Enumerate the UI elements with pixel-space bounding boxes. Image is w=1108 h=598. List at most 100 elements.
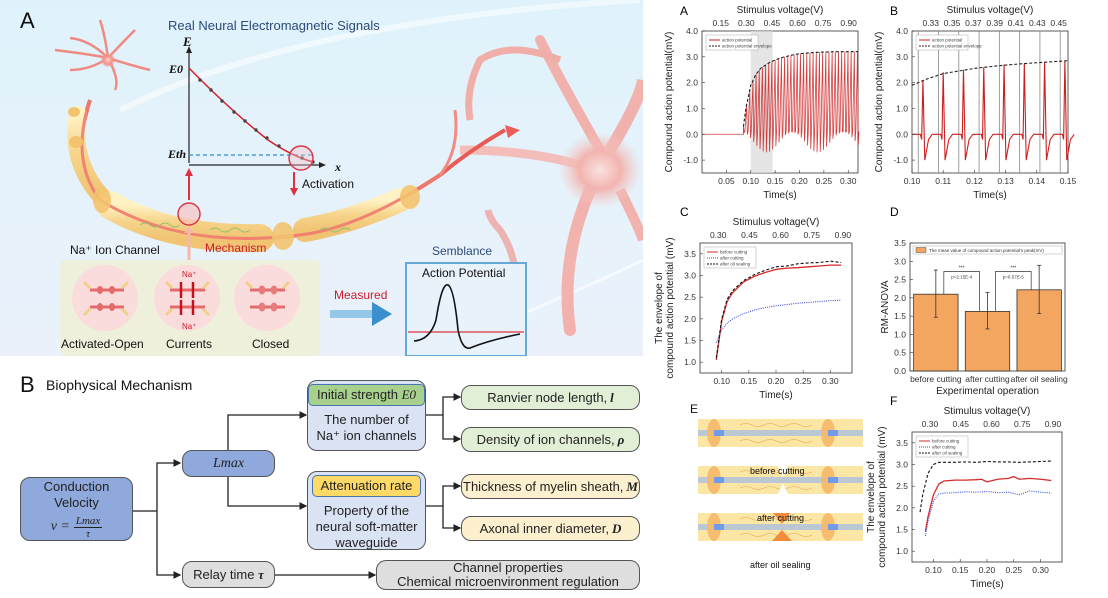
velocity-formula: v = Lmax τ [51, 515, 103, 540]
signal-wave [739, 423, 813, 427]
panel-b-title: Biophysical Mechanism [46, 377, 193, 393]
y-axis-label: The envelope of [654, 272, 665, 344]
series-after-oil-sealing [715, 260, 842, 358]
y-axis-label: RM-ANOVA [880, 280, 891, 333]
legend-label: action potential [722, 38, 752, 43]
semblance-label: Semblance [432, 244, 493, 258]
leaf-symbol: ρ [617, 431, 625, 447]
threshold-marker-circle [288, 145, 314, 171]
panel-letter-a: A [20, 8, 35, 33]
y-tick-label: 1.0 [896, 546, 908, 556]
x-tick-label: 0.12 [966, 176, 983, 186]
measured-label: Measured [334, 288, 388, 302]
y-tick-label: 3.5 [896, 438, 908, 448]
top-tick-label: 0.75 [1014, 419, 1031, 429]
node-highlight [828, 430, 838, 436]
x-tick-label: 0.10 [713, 376, 730, 386]
oil-seal [773, 513, 790, 524]
x-tick-label: 0.15 [952, 565, 969, 575]
y-tick-label: 1.5 [894, 311, 906, 321]
y-tick-label: 3.0 [894, 256, 906, 266]
series-before-cutting [715, 264, 842, 361]
legend-label: action potential [932, 38, 962, 43]
p-value: p=6.57E-5 [1003, 275, 1024, 280]
conduction-velocity-title: Conduction Velocity [43, 478, 110, 510]
top-tick-label: 0.30 [738, 18, 755, 28]
top-tick-label: 0.90 [840, 18, 857, 28]
chart-letter: C [680, 205, 689, 219]
signal-wave [739, 533, 813, 537]
attenuation-rate-tag: Attenuation rate [311, 475, 422, 497]
y-tick-label: 3.5 [684, 249, 696, 259]
channel-properties-line1: Channel properties [453, 560, 563, 575]
leaf-symbol: l [610, 389, 614, 405]
legend-label: after oil sealing [720, 262, 751, 267]
node-highlight-circle [177, 202, 201, 226]
plot-frame [911, 30, 1069, 174]
y-axis-label: compound action potential (mV) [877, 426, 888, 567]
synapse-terminal-icon [438, 109, 520, 177]
action-potential-trace [702, 51, 860, 153]
axon-cutting-schematic [698, 419, 863, 541]
x-tick-label: 0.13 [997, 176, 1014, 186]
legend-label: after cutting [932, 445, 956, 450]
panel-letter-b: B [20, 372, 35, 397]
initial-strength-tag-label: Initial strength [317, 387, 398, 402]
top-tick-label: 0.60 [983, 419, 1000, 429]
top-tick-label: 0.30 [922, 419, 939, 429]
inset-y-axis-label: E [183, 34, 192, 49]
legend-label: action potential envelope [932, 44, 982, 49]
lmax-box: Lmax [182, 450, 275, 477]
leaf-label: Thickness of myelin sheath, [463, 478, 624, 494]
legend-label: before cutting [720, 250, 748, 255]
ion-channel-label: Na⁺ Ion Channel [70, 243, 160, 257]
top-tick-label: 0.33 [922, 18, 939, 28]
y-tick-label: 0.0 [686, 129, 698, 139]
top-axis-title: Stimulus voltage(V) [944, 406, 1031, 417]
axon-core [698, 524, 863, 530]
x-tick-label: 0.25 [795, 376, 812, 386]
y-tick-label: 3.0 [686, 52, 698, 62]
top-tick-label: 0.45 [741, 230, 758, 240]
top-tick-label: 0.75 [815, 18, 832, 28]
legend-label: before cutting [932, 439, 960, 444]
y-tick-label: 4.0 [686, 26, 698, 36]
x-tick-label: 0.11 [935, 176, 951, 186]
y-tick-label: 2.0 [686, 78, 698, 88]
y-tick-label: 1.5 [684, 336, 696, 346]
relay-time-label: Relay time [193, 566, 255, 582]
down-arrow-icon [290, 188, 298, 196]
x-axis-label: Time(s) [763, 190, 797, 201]
axon-segment-2 [698, 513, 863, 541]
flowchart-connectors [133, 393, 462, 579]
top-tick-label: 0.43 [1029, 18, 1046, 28]
channel-properties-line2: Chemical microenvironment regulation [397, 574, 619, 589]
x-axis-label: Time(s) [759, 390, 793, 401]
signal-wave [739, 486, 813, 490]
inset-eth-label: Eth [168, 147, 187, 161]
y-tick-label: 0.5 [894, 348, 906, 358]
relay-time-symbol: τ [258, 566, 264, 582]
chart-letter: F [890, 394, 897, 408]
action-potential-curve [413, 284, 521, 349]
significance-stars: *** [959, 266, 965, 272]
top-tick-label: 0.15 [712, 18, 729, 28]
category-label: after cutting [965, 374, 1010, 384]
na-plus-top-label: Na⁺ [182, 270, 197, 279]
signal-wave [739, 517, 813, 521]
y-tick-label: 2.0 [896, 78, 908, 88]
y-tick-label: 0.0 [894, 366, 906, 376]
chart-letter: A [680, 4, 688, 18]
state-before-cutting: before cutting [750, 466, 805, 476]
chart-letter: D [890, 205, 899, 219]
action-potential-trace [912, 60, 1075, 161]
inset-x-axis-label: x [335, 160, 341, 174]
y-tick-label: -1.0 [893, 155, 908, 165]
top-tick-label: 0.90 [835, 230, 852, 240]
cut-notch [778, 466, 788, 477]
right-arrow-icon [372, 302, 392, 326]
action-potential-label: Action Potential [422, 266, 506, 280]
up-arrow-icon [185, 168, 193, 176]
